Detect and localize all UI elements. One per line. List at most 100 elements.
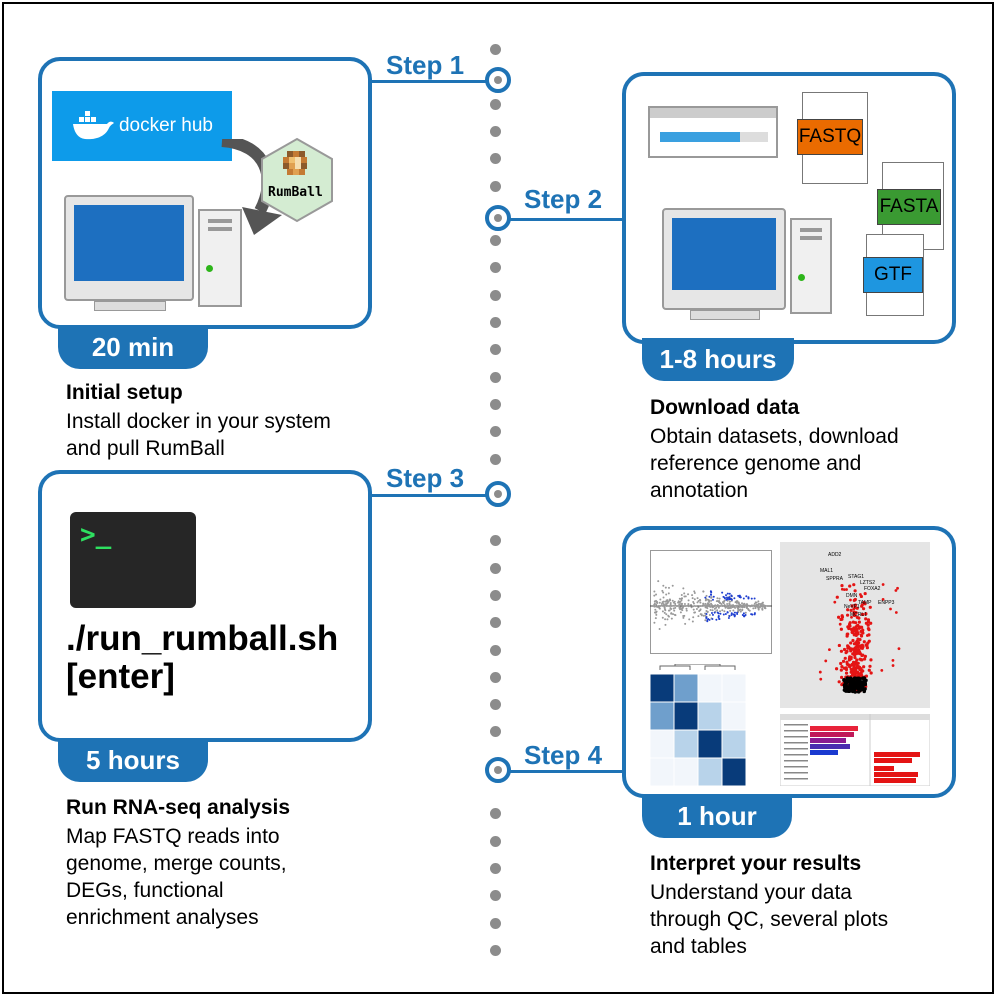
- ma-point: [711, 609, 714, 612]
- ma-point: [717, 606, 720, 609]
- ma-point: [683, 602, 686, 605]
- ma-point: [761, 603, 764, 606]
- ma-point: [725, 594, 728, 597]
- ma-point: [658, 627, 661, 630]
- heatmap-cell: [650, 757, 675, 787]
- ma-point: [664, 586, 667, 589]
- ma-point: [696, 601, 699, 604]
- ma-point: [710, 612, 713, 615]
- ma-point: [752, 607, 755, 610]
- ma-point: [721, 591, 724, 594]
- volcano-point: [848, 683, 852, 687]
- ma-point: [670, 617, 673, 620]
- volcano-point: [896, 586, 899, 590]
- ma-point: [713, 611, 716, 614]
- ma-point: [726, 611, 729, 614]
- ma-point: [761, 605, 764, 608]
- volcano-point: [862, 676, 867, 681]
- ma-point: [707, 598, 710, 601]
- volcano-point: [860, 653, 864, 658]
- ma-point: [759, 603, 762, 606]
- ma-point: [750, 597, 753, 600]
- ma-point: [665, 593, 668, 596]
- ma-point: [728, 615, 731, 618]
- volcano-point: [855, 640, 859, 644]
- ma-point: [664, 618, 667, 621]
- step-1-title: Initial setup: [66, 381, 183, 404]
- volcano-point: [849, 641, 853, 645]
- volcano-point: [859, 629, 863, 634]
- step-3-label: Step 3: [386, 463, 465, 493]
- volcano-point: [865, 646, 869, 650]
- volcano-point: [856, 645, 860, 649]
- ma-point: [663, 611, 666, 614]
- ma-point: [693, 591, 696, 594]
- timeline-dot: [490, 372, 501, 383]
- ma-point: [699, 599, 702, 602]
- monitor-stand: [94, 301, 166, 311]
- ma-point: [654, 617, 657, 620]
- ma-point: [673, 609, 676, 612]
- volcano-point: [840, 615, 845, 619]
- pc-tower-icon: [790, 218, 832, 314]
- ma-point: [723, 610, 726, 613]
- volcano-point: [857, 620, 861, 624]
- ma-point: [756, 605, 759, 608]
- step-1-card: docker hub RumBall: [38, 57, 372, 329]
- monitor-stand: [690, 310, 760, 320]
- volcano-point: [859, 633, 863, 637]
- ma-point: [678, 597, 681, 600]
- volcano-point: [846, 644, 850, 648]
- ma-point: [667, 592, 670, 595]
- ma-point: [740, 604, 743, 607]
- docker-hub-logo: docker hub: [52, 91, 232, 161]
- heatmap-cell: [721, 757, 746, 787]
- ma-point: [661, 589, 664, 592]
- ma-point: [741, 608, 744, 611]
- step-3-title: Run RNA-seq analysis: [66, 796, 291, 819]
- docker-whale-icon: [72, 111, 114, 140]
- terminal-icon: >_: [70, 512, 196, 608]
- volcano-point: [852, 633, 856, 637]
- ma-point: [724, 612, 727, 615]
- ma-point: [685, 609, 688, 612]
- ma-point: [658, 607, 661, 610]
- enrichment-bar: [874, 772, 918, 777]
- ma-point: [671, 599, 674, 602]
- step-3-node: [485, 481, 511, 507]
- ma-point: [665, 599, 668, 602]
- ma-point: [711, 613, 714, 616]
- ma-point: [706, 618, 709, 621]
- volcano-point: [839, 668, 843, 672]
- ma-point: [682, 616, 685, 619]
- ma-point: [664, 609, 667, 612]
- ma-point: [763, 607, 766, 610]
- ma-point: [705, 594, 708, 597]
- volcano-point: [840, 617, 844, 621]
- ma-point: [704, 596, 707, 599]
- timeline-dot: [490, 672, 501, 683]
- enrichment-bar: [874, 758, 912, 763]
- volcano-point: [864, 612, 868, 616]
- ma-point: [705, 616, 708, 619]
- volcano-point: [853, 606, 857, 610]
- volcano-point: [836, 615, 841, 619]
- volcano-point: [891, 658, 895, 662]
- ma-point: [714, 604, 717, 607]
- timeline-dot: [490, 290, 501, 301]
- volcano-point: [857, 682, 861, 686]
- ma-point: [699, 608, 702, 611]
- volcano-point: [837, 680, 841, 684]
- ma-point: [718, 597, 721, 600]
- ma-point: [723, 597, 726, 600]
- ma-point: [744, 611, 747, 614]
- volcano-point: [861, 607, 866, 611]
- volcano-point: [844, 650, 848, 655]
- correlation-heatmap: [650, 664, 746, 787]
- heatmap-cell: [721, 729, 746, 759]
- ma-point: [682, 606, 685, 609]
- step-4-time: 1 hour: [642, 795, 792, 838]
- ma-point: [712, 595, 715, 598]
- ma-point: [734, 601, 737, 604]
- ma-point: [678, 606, 681, 609]
